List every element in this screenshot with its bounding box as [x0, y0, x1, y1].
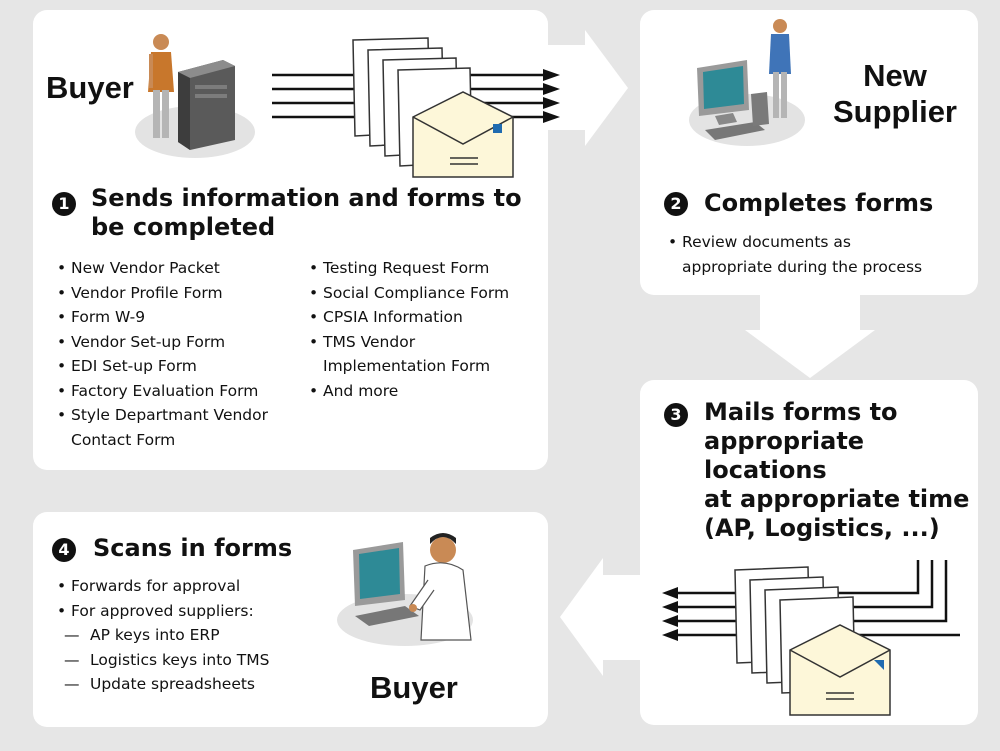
- list-item: Form W-9: [57, 305, 317, 330]
- flow-arrow-down: [745, 295, 875, 378]
- step2-actor-label: New Supplier: [832, 58, 957, 129]
- list-item: Vendor Profile Form: [57, 281, 317, 306]
- step1-title: Sends information and forms to be comple…: [91, 184, 522, 241]
- list-item-continued: Contact Form: [71, 430, 176, 449]
- list-item: Forwards for approval: [57, 574, 357, 599]
- step3-panel: 3 Mails forms to appropriate locations a…: [640, 380, 978, 725]
- step2-list: Review documents as appropriate during t…: [668, 230, 968, 279]
- server-tower-icon: [178, 60, 235, 150]
- sub-list-item: —Logistics keys into TMS: [64, 650, 270, 669]
- outgoing-documents-illustration: [272, 37, 560, 178]
- list-item: And more: [309, 379, 539, 404]
- buyer-server-illustration: [135, 34, 255, 158]
- step3-number-badge: 3: [664, 403, 688, 427]
- list-item: CPSIA Information: [309, 305, 539, 330]
- step1-actor-label: Buyer: [46, 70, 134, 105]
- step4-actor-label: Buyer: [370, 670, 458, 705]
- list-item: For approved suppliers:: [57, 599, 357, 624]
- step4-number-badge: 4: [52, 538, 76, 562]
- step1-panel: Buyer: [33, 10, 560, 470]
- supplier-computer-illustration: [689, 19, 805, 146]
- step4-list: Forwards for approval For approved suppl…: [57, 574, 357, 623]
- envelope-icon: [412, 91, 514, 178]
- list-item-continued: appropriate during the process: [682, 257, 923, 276]
- sub-list-item: —AP keys into ERP: [64, 626, 220, 644]
- step2-number-badge: 2: [664, 192, 688, 216]
- step1-form-list-left: New Vendor Packet Vendor Profile Form Fo…: [57, 256, 317, 452]
- computer-icon: [697, 60, 769, 140]
- list-item: New Vendor Packet: [57, 256, 317, 281]
- person-icon: [769, 19, 791, 118]
- step4-sub-list: —AP keys into ERP —Logistics keys into T…: [57, 623, 364, 697]
- flow-arrow-right: [548, 30, 628, 146]
- person-at-computer-icon: [337, 533, 473, 646]
- list-item: Testing Request Form: [309, 256, 539, 281]
- step4-title: Scans in forms: [93, 534, 293, 562]
- step1-number-badge: 1: [52, 192, 76, 216]
- list-item-continued: Implementation Form: [323, 357, 491, 375]
- list-item: Social Compliance Form: [309, 281, 539, 306]
- list-item: TMS Vendor: [309, 330, 539, 355]
- step2-panel: New Supplier 2 Completes forms Review do…: [640, 10, 978, 295]
- mailing-documents-illustration: [662, 560, 960, 716]
- list-item: Vendor Set-up Form: [57, 330, 317, 355]
- envelope-icon: [789, 624, 891, 716]
- list-item: Style Departmant Vendor: [57, 403, 317, 428]
- list-item: Factory Evaluation Form: [57, 379, 317, 404]
- step4-panel: 4 Scans in forms Forwards for approval F…: [33, 512, 548, 727]
- step1-form-list-right: Testing Request Form Social Compliance F…: [309, 256, 539, 403]
- step2-title: Completes forms: [704, 189, 934, 217]
- sub-list-item: —Update spreadsheets: [64, 675, 256, 693]
- flow-arrow-left: [560, 558, 640, 676]
- step3-title: Mails forms to appropriate locations at …: [704, 398, 970, 542]
- list-item: Review documents as: [668, 230, 968, 255]
- list-item: EDI Set-up Form: [57, 354, 317, 379]
- person-icon: [148, 34, 174, 138]
